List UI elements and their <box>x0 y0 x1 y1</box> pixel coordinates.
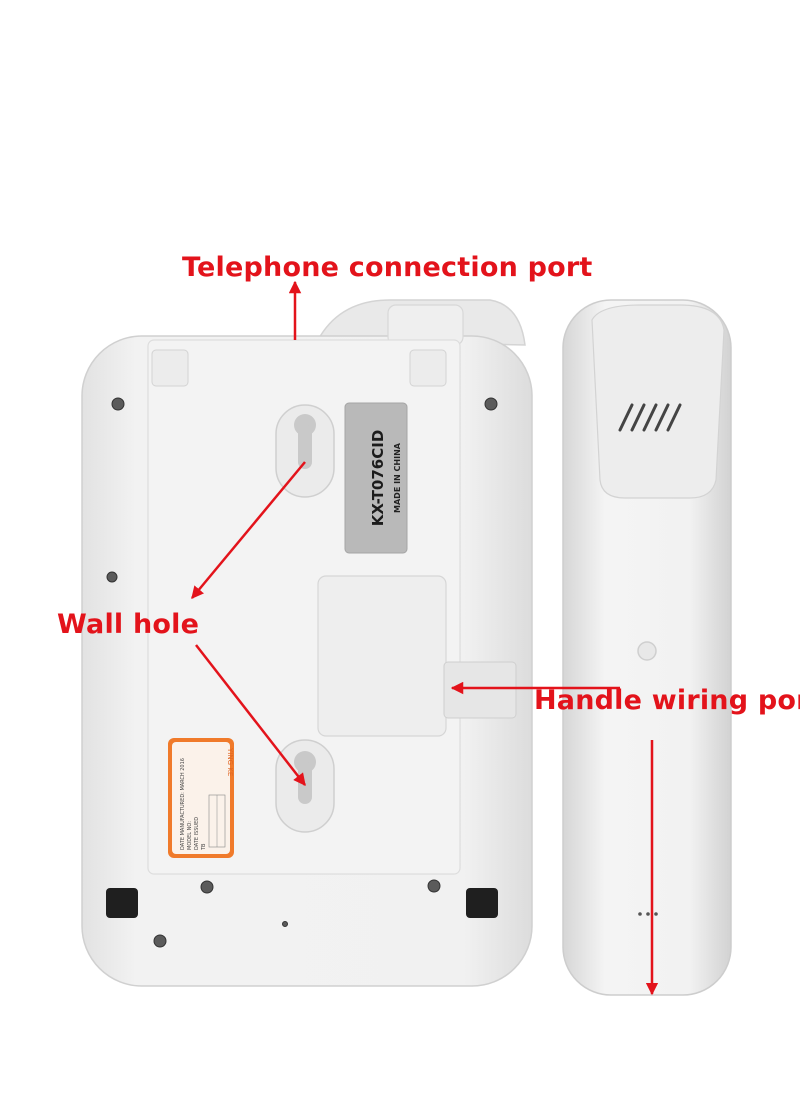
microphone-holes-icon <box>638 912 658 916</box>
arrow-wall-hole-bottom <box>195 644 306 786</box>
screw-icon <box>484 397 498 411</box>
corner-tab-right <box>409 349 447 387</box>
model-number-text: KX-T076CID <box>369 430 387 527</box>
wall-hole-top <box>275 404 335 498</box>
screw-icon <box>153 934 167 948</box>
base-unit: KX-T076CID MADE IN CHINA YING KE DATE MA… <box>81 299 533 987</box>
screw-icon <box>200 880 214 894</box>
sticker-line-1: DATE MANUFACTURED: MARCH 2016 <box>180 758 186 850</box>
telephone-port-callout: Telephone connection port <box>182 252 593 283</box>
speaker-grille-icon <box>618 403 682 432</box>
screw-icon <box>282 921 288 927</box>
corner-tab-left <box>151 349 189 387</box>
rubber-foot-right <box>466 888 498 918</box>
screw-icon <box>111 397 125 411</box>
warranty-sticker: YING KE DATE MANUFACTURED: MARCH 2016 MO… <box>168 738 234 858</box>
sticker-line-3: DATE ISSUED <box>194 817 200 850</box>
screw-icon <box>427 879 441 893</box>
arrow-wall-hole-top <box>191 461 306 599</box>
made-in-text: MADE IN CHINA <box>393 442 402 513</box>
handle-wiring-port-callout: Handle wiring port <box>534 685 800 716</box>
wall-hole-callout: Wall hole <box>57 609 200 640</box>
screws <box>106 397 498 948</box>
handset <box>562 299 732 996</box>
model-label <box>344 402 408 554</box>
sticker-line-4: TB <box>201 843 207 851</box>
handset-jack <box>443 661 517 719</box>
battery-cover <box>317 575 447 737</box>
rubber-foot-left <box>106 888 138 918</box>
wall-hole-bottom <box>275 739 335 833</box>
connection-port-housing <box>387 304 464 346</box>
sticker-line-2: MODEL NO: <box>187 821 193 850</box>
screw-icon <box>106 571 118 583</box>
sticker-brand: YING KE <box>226 747 234 776</box>
earpiece-cup <box>591 304 725 499</box>
hook-button-icon <box>637 641 657 661</box>
annotation-arrows <box>191 280 659 996</box>
